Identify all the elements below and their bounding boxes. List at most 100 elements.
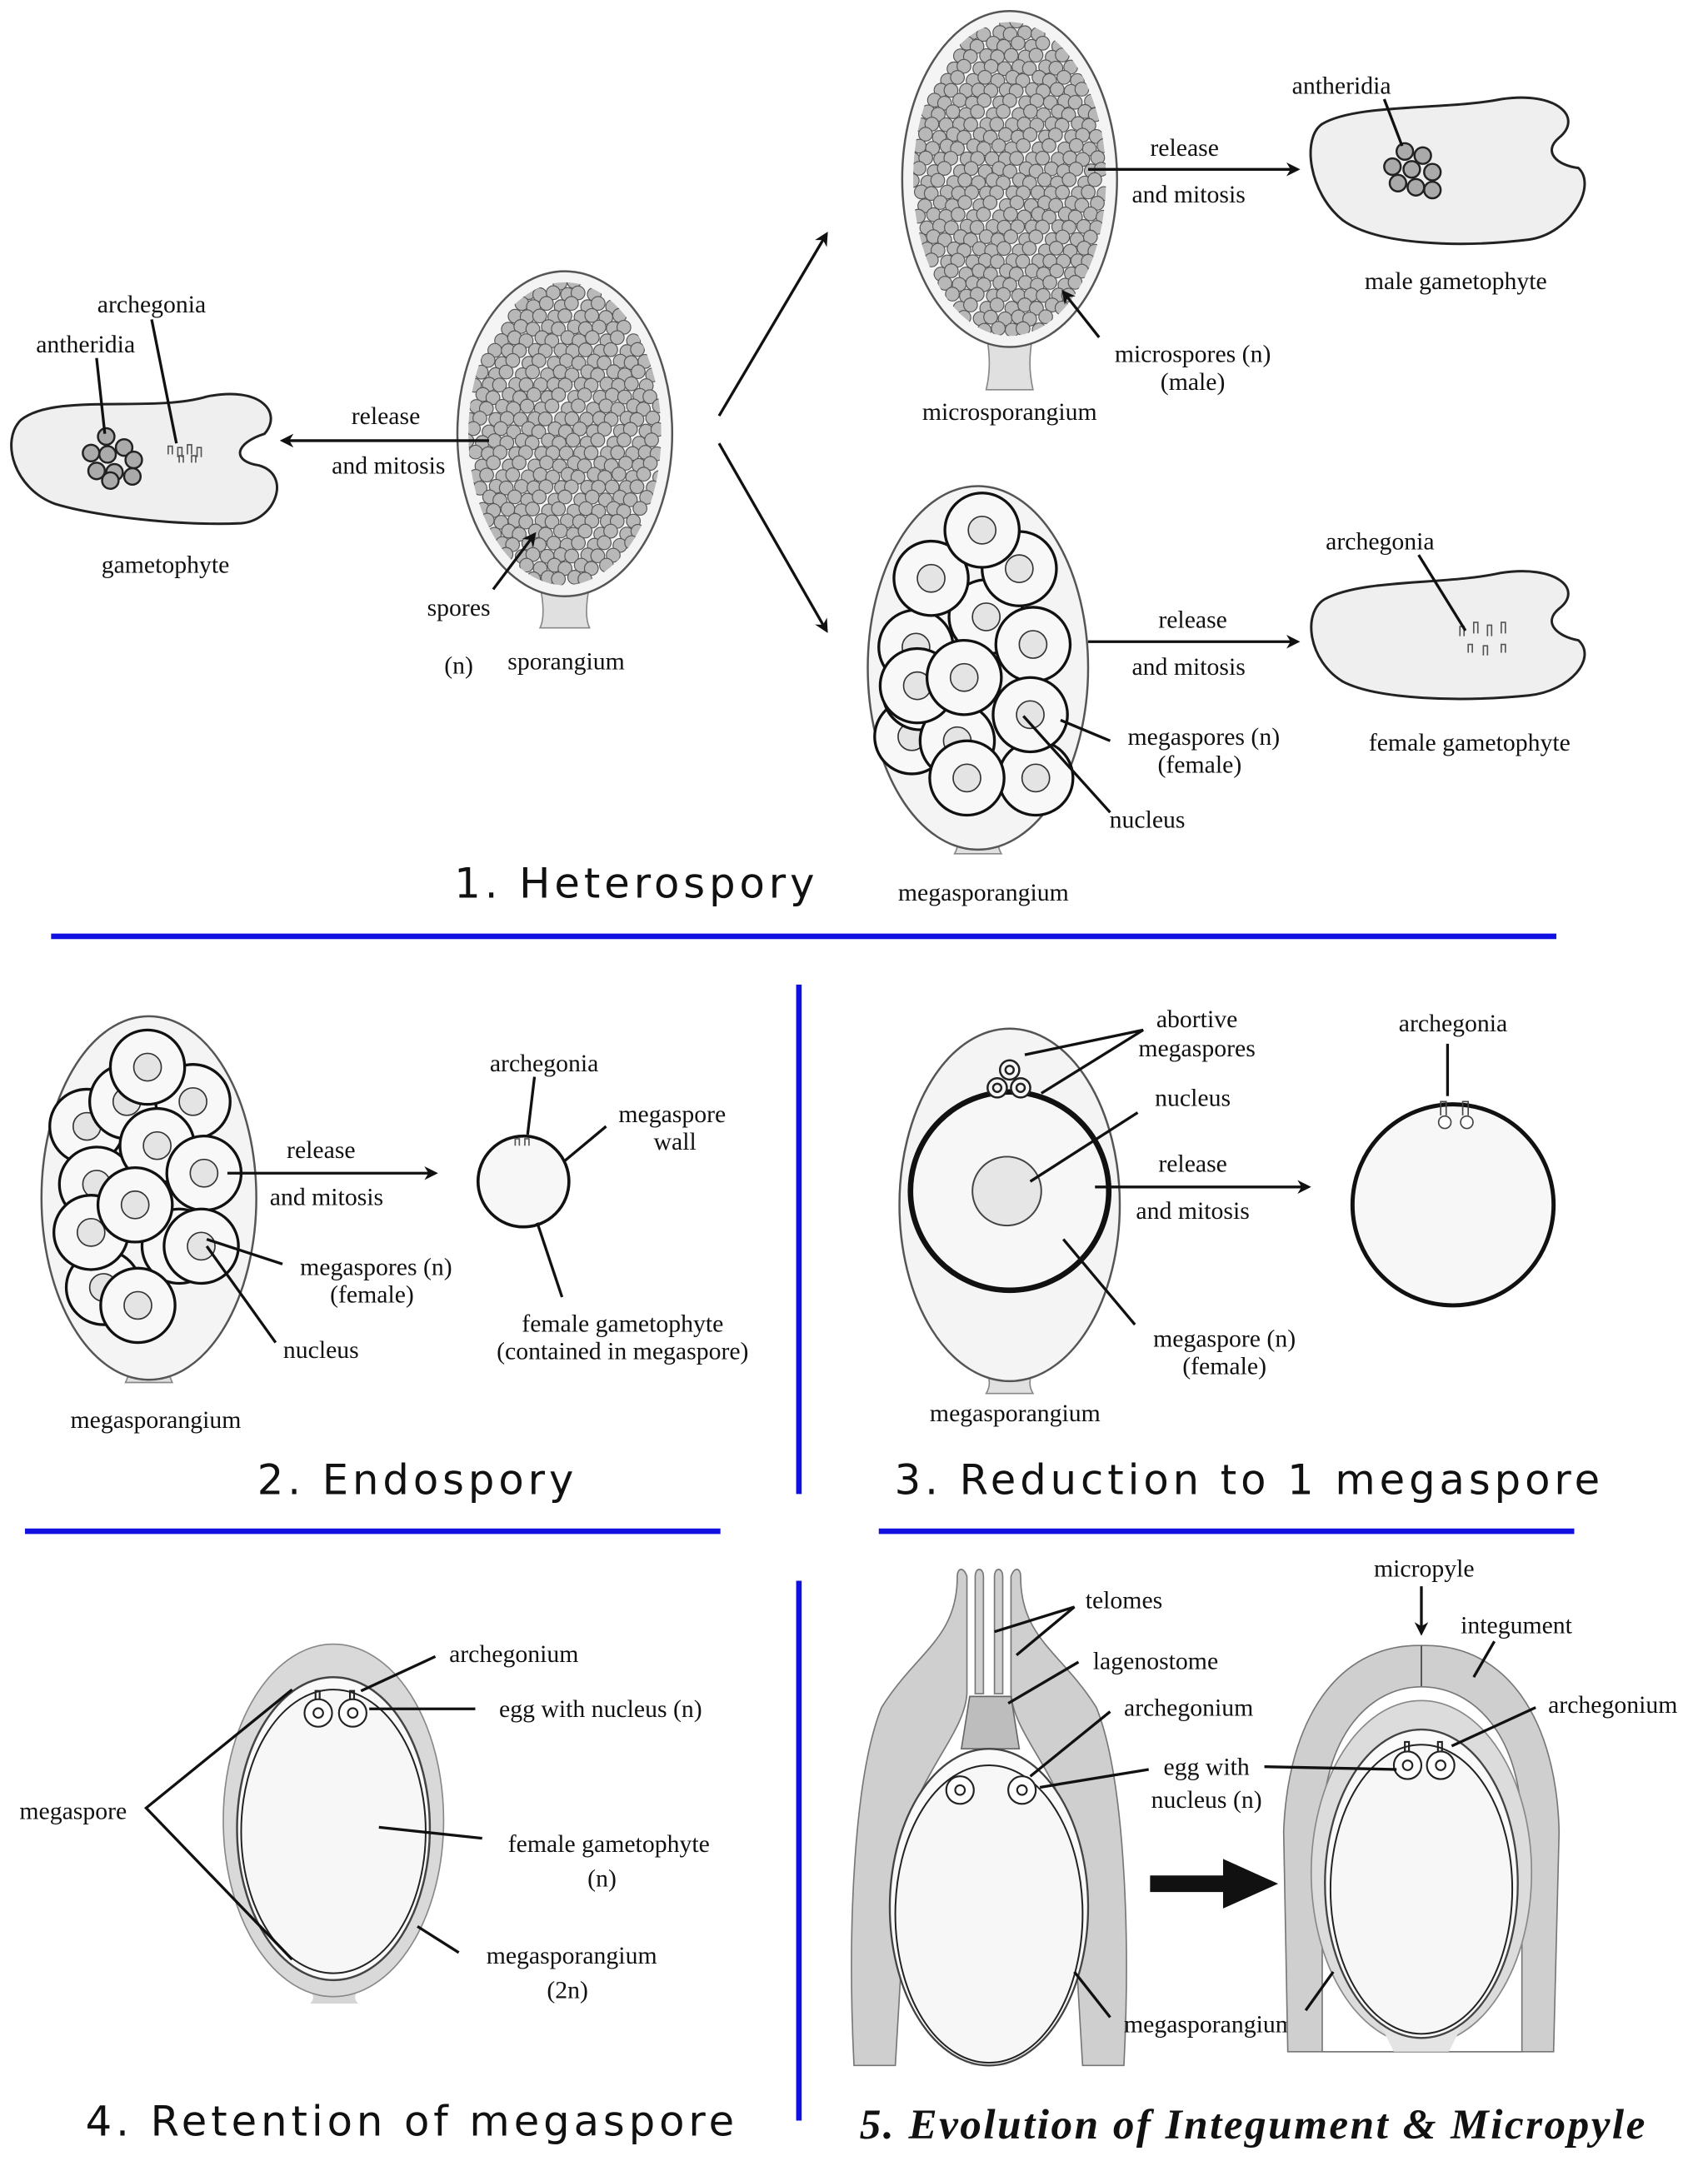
label-megasporangium: megasporangium bbox=[898, 879, 1069, 906]
spore bbox=[1082, 229, 1098, 245]
spore bbox=[936, 161, 952, 176]
spore bbox=[1037, 172, 1052, 187]
label-integument: integument bbox=[1461, 1611, 1573, 1639]
label-nucleus: nucleus bbox=[283, 1336, 359, 1364]
spore bbox=[486, 455, 501, 471]
spore bbox=[1009, 151, 1025, 166]
eggs bbox=[303, 1689, 367, 1728]
spore bbox=[642, 456, 658, 472]
spore bbox=[622, 422, 638, 437]
integumented-ovule bbox=[1282, 1644, 1561, 2053]
panel-heterospory: archegonia antheridia gametophyte releas… bbox=[10, 9, 1586, 908]
spore bbox=[1083, 206, 1098, 222]
spore bbox=[963, 297, 978, 312]
spore bbox=[923, 186, 939, 202]
spore bbox=[583, 561, 599, 576]
spore bbox=[583, 445, 599, 461]
spore bbox=[544, 514, 560, 530]
spore bbox=[577, 458, 592, 473]
spore bbox=[1042, 275, 1057, 290]
spore bbox=[629, 479, 645, 495]
spore bbox=[537, 412, 553, 427]
spore bbox=[630, 342, 645, 357]
label-megaspore: megaspore bbox=[19, 1797, 127, 1824]
label-male-gametophyte: male gametophyte bbox=[1365, 267, 1547, 295]
label-female: (female) bbox=[1158, 751, 1242, 778]
spore bbox=[564, 411, 580, 427]
spore bbox=[597, 422, 612, 437]
title-endospory: 2. Endospory bbox=[257, 1455, 577, 1504]
nucleus bbox=[189, 1158, 219, 1188]
label-sporangium: sporangium bbox=[507, 647, 624, 675]
spore bbox=[518, 377, 534, 392]
spore bbox=[1015, 253, 1031, 269]
spore bbox=[597, 535, 612, 551]
label-megaspore: megaspore (n) bbox=[1153, 1325, 1296, 1353]
nucleus bbox=[1018, 630, 1048, 659]
spore bbox=[468, 444, 483, 460]
spore bbox=[632, 501, 647, 517]
spore bbox=[636, 467, 652, 482]
spore bbox=[584, 307, 600, 323]
label-megasporangium: megasporangium bbox=[71, 1406, 242, 1434]
spore bbox=[557, 308, 572, 323]
label-release: release bbox=[287, 1136, 356, 1164]
label-megaspore: megaspore bbox=[618, 1100, 726, 1128]
spore bbox=[936, 232, 952, 247]
spore bbox=[512, 412, 528, 427]
label-archegonium: archegonium bbox=[1124, 1694, 1253, 1722]
spore bbox=[1067, 94, 1083, 110]
spore bbox=[557, 489, 572, 505]
label-egg-with: egg with bbox=[1163, 1754, 1249, 1781]
spore bbox=[507, 489, 522, 505]
spore bbox=[1056, 69, 1071, 85]
spore bbox=[964, 185, 980, 200]
spore bbox=[597, 355, 612, 371]
label-microspores: microspores (n) bbox=[1115, 341, 1271, 368]
spore bbox=[480, 352, 496, 368]
spore bbox=[1048, 241, 1064, 256]
spores bbox=[468, 282, 662, 586]
spore bbox=[1016, 137, 1031, 153]
spore bbox=[492, 445, 508, 460]
label-female-release: release bbox=[1158, 606, 1227, 634]
label-female: (female) bbox=[1182, 1353, 1266, 1380]
label-megaspores: megaspores (n) bbox=[1128, 723, 1281, 751]
label-egg: egg with nucleus (n) bbox=[499, 1695, 702, 1723]
label-megaspores: megaspores (n) bbox=[300, 1254, 452, 1281]
spore bbox=[991, 321, 1006, 337]
spore bbox=[976, 207, 991, 222]
spore bbox=[1008, 267, 1024, 282]
spore bbox=[590, 432, 606, 448]
spore bbox=[1048, 197, 1064, 213]
spore bbox=[571, 355, 587, 371]
label-archegonium-right: archegonium bbox=[1548, 1691, 1677, 1719]
spore bbox=[616, 320, 632, 335]
spore bbox=[558, 446, 574, 461]
label-megaspores: megaspores bbox=[1138, 1035, 1255, 1062]
spore bbox=[1028, 229, 1044, 245]
spore bbox=[1003, 207, 1018, 222]
spore bbox=[918, 150, 933, 166]
spore bbox=[944, 220, 959, 236]
spore bbox=[590, 548, 606, 563]
nucleus bbox=[76, 1217, 106, 1247]
spore bbox=[913, 161, 926, 176]
spore bbox=[950, 70, 966, 85]
abortive-megaspores bbox=[986, 1059, 1031, 1099]
spore bbox=[1068, 162, 1084, 177]
spore bbox=[578, 501, 594, 517]
label-female: (female) bbox=[330, 1281, 414, 1309]
spore bbox=[570, 285, 586, 301]
spore bbox=[996, 103, 1011, 119]
panel-reduction: abortive megaspores nucleus release and … bbox=[895, 1006, 1601, 1504]
spore bbox=[485, 390, 501, 406]
spore bbox=[989, 117, 1005, 132]
spore bbox=[1002, 92, 1017, 108]
label-and-mitosis: and mitosis bbox=[1136, 1197, 1249, 1225]
spore bbox=[606, 547, 621, 563]
spore bbox=[983, 309, 998, 325]
label-gametophyte: gametophyte bbox=[102, 551, 230, 579]
spore bbox=[532, 489, 547, 505]
